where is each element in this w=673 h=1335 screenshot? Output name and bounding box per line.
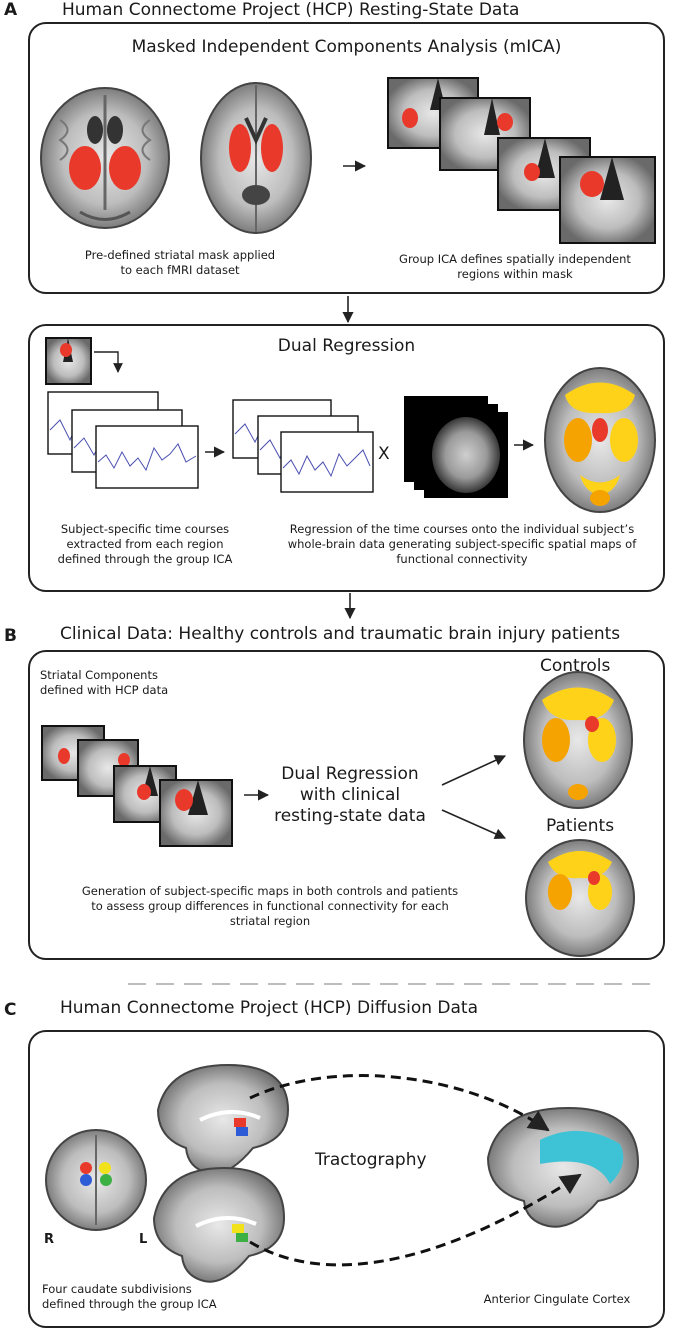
controls-brain-map (523, 671, 633, 809)
brain-sagittal-icon (156, 1063, 290, 1175)
tractography-label: Tractography (315, 1150, 427, 1170)
brain-coronal-icon (45, 1129, 147, 1231)
right-hemisphere-marker: R (44, 1232, 55, 1247)
timecourse-stack-left (47, 391, 199, 489)
controls-label: Controls (540, 656, 611, 676)
dual-regression-title: Dual Regression (277, 336, 416, 356)
left-hemisphere-marker: L (139, 1232, 148, 1247)
section-a-letter: A (4, 0, 18, 20)
brain-axial-icon (200, 82, 312, 234)
brain-sagittal-icon (152, 1166, 286, 1283)
acc-caption: Anterior Cingulate Cortex (483, 1292, 631, 1306)
timecourse-stack-right (232, 399, 374, 493)
section-c-letter: C (4, 1000, 17, 1020)
fmri-volume-stack (404, 396, 508, 498)
arrow-to-controls (441, 755, 507, 786)
section-b-letter: B (4, 626, 17, 646)
section-c-title: Human Connectome Project (HCP) Diffusion… (60, 998, 479, 1018)
brain-coronal-icon (40, 87, 170, 229)
ica-component-stack (387, 77, 656, 244)
striatal-components-stack (41, 725, 233, 847)
brain-sagittal-icon (486, 1106, 640, 1228)
mica-title: Masked Independent Components Analysis (… (131, 37, 562, 57)
tract-lower (249, 1173, 582, 1267)
arrow-to-patients (441, 809, 507, 840)
anterior-cingulate-region (540, 1130, 624, 1184)
clinical-bottom-caption: Generation of subject-specific maps in b… (81, 884, 459, 928)
dual-regression-caption-right: Regression of the time courses onto the … (287, 522, 637, 566)
multiply-symbol: X (378, 444, 390, 464)
connectivity-map-brain (544, 367, 656, 513)
tract-upper (249, 1074, 550, 1132)
section-a-title: Human Connectome Project (HCP) Resting-S… (62, 0, 520, 20)
mask-thumbnail (45, 337, 92, 385)
section-b-title: Clinical Data: Healthy controls and trau… (60, 624, 621, 644)
patients-label: Patients (546, 816, 615, 836)
patients-brain-map (525, 839, 635, 957)
